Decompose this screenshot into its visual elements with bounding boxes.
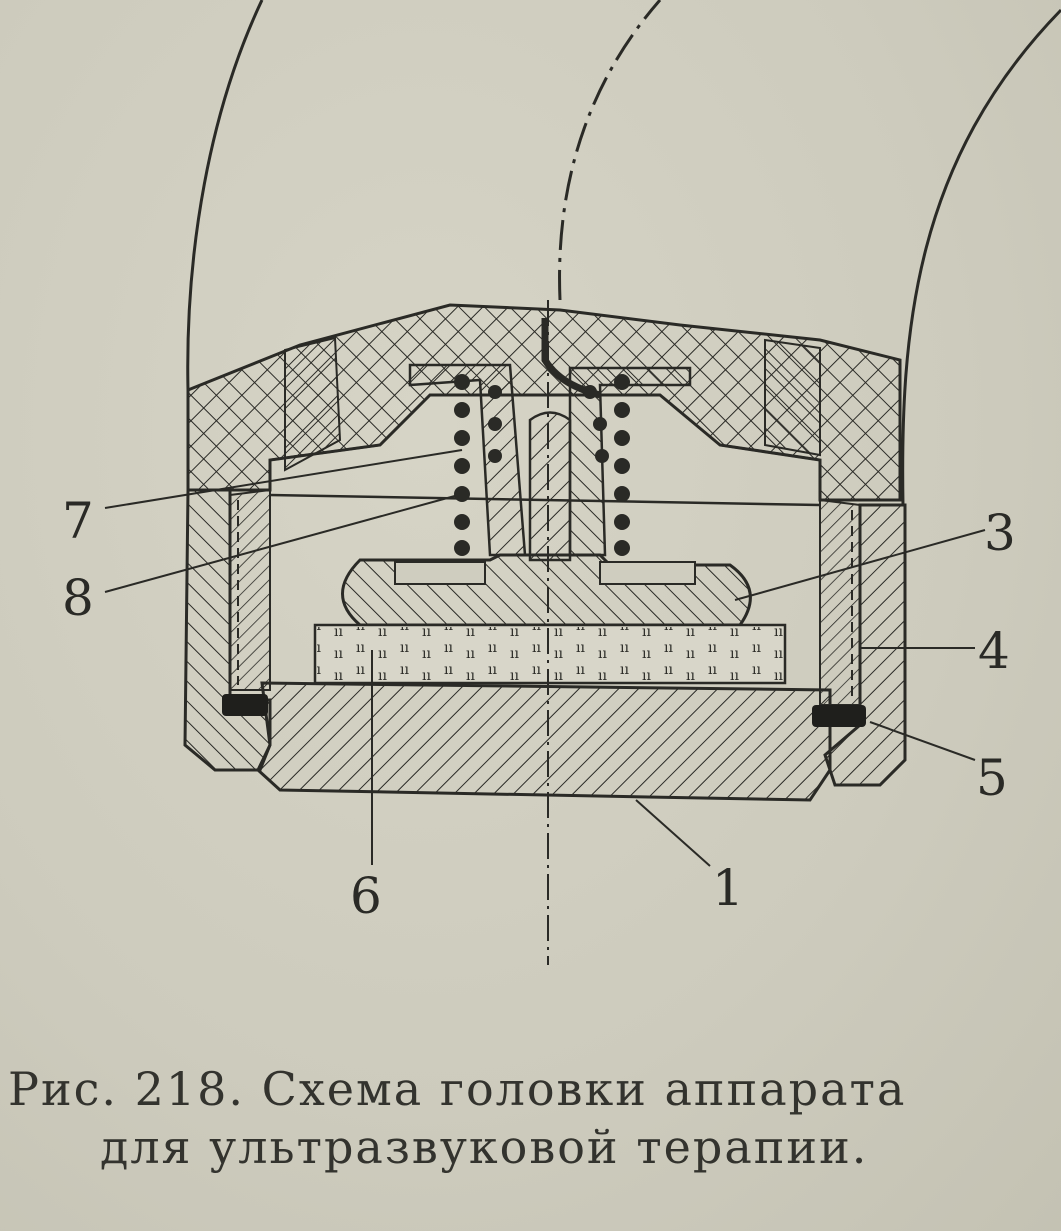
callout-7: 7 (62, 492, 94, 550)
figure-caption: Рис. 218. Схема головки аппарата для уль… (0, 1060, 1061, 1176)
callout-5: 5 (976, 749, 1008, 807)
leader-lines (104, 449, 986, 867)
caption-line-1: Рис. 218. Схема головки аппарата (8, 1062, 907, 1116)
handle-outline (186, 0, 1061, 506)
callout-1: 1 (712, 859, 744, 917)
ultrasound-head-diagram: ıı ıı (62, 0, 1061, 965)
callout-3: 3 (984, 504, 1016, 562)
central-electrode (528, 318, 601, 562)
caption-line-2: для ультразвуковой терапии. (100, 1120, 869, 1174)
callout-8: 8 (62, 569, 94, 627)
top-cap (186, 303, 902, 502)
gaskets (222, 694, 866, 727)
callout-4: 4 (978, 622, 1010, 680)
quartz-plate (313, 623, 787, 685)
callout-6: 6 (350, 867, 382, 925)
contact-plate (341, 553, 752, 627)
front-plate (256, 681, 832, 802)
